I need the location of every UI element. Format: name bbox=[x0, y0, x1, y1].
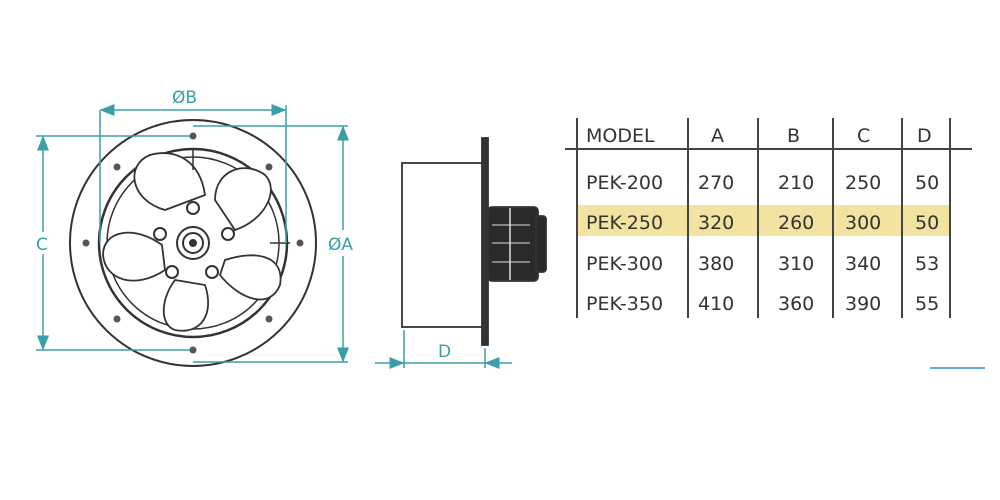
motor-end-cap bbox=[535, 215, 547, 273]
fan-hub bbox=[153, 201, 235, 279]
table-row: PEK-350 410 360 390 55 bbox=[586, 293, 939, 315]
table-row: PEK-200 270 210 250 50 bbox=[586, 172, 939, 194]
cell-a: 380 bbox=[698, 253, 734, 275]
header-d: D bbox=[917, 125, 932, 147]
cell-model: PEK-200 bbox=[586, 172, 663, 194]
cell-b: 360 bbox=[778, 293, 814, 315]
fan-side-view bbox=[401, 137, 547, 346]
cell-a: 410 bbox=[698, 293, 734, 315]
cell-a: 270 bbox=[698, 172, 734, 194]
cell-b: 210 bbox=[778, 172, 814, 194]
header-c: C bbox=[857, 125, 870, 147]
cell-a: 320 bbox=[698, 212, 734, 234]
cell-b: 260 bbox=[778, 212, 814, 234]
header-b: B bbox=[787, 125, 800, 147]
cell-model: PEK-300 bbox=[586, 253, 663, 275]
housing bbox=[401, 162, 485, 328]
label-d: D bbox=[438, 342, 451, 362]
cell-d: 53 bbox=[915, 253, 939, 275]
table-grid-lines bbox=[565, 118, 972, 318]
motor bbox=[487, 206, 539, 282]
fan-front-view bbox=[69, 119, 317, 367]
highlighted-row-bg bbox=[576, 205, 950, 236]
dimensions-table: MODEL A B C D PEK-200 270 210 250 50 PEK… bbox=[565, 118, 972, 318]
table-row-highlighted: PEK-250 320 260 300 50 bbox=[586, 212, 939, 234]
label-c: C bbox=[36, 235, 48, 255]
dimension-line-d bbox=[375, 330, 512, 369]
cell-d: 55 bbox=[915, 293, 939, 315]
cell-d: 50 bbox=[915, 212, 939, 234]
label-diameter-b: ØB bbox=[172, 88, 197, 108]
cell-b: 310 bbox=[778, 253, 814, 275]
cell-c: 300 bbox=[845, 212, 881, 234]
table-row: PEK-300 380 310 340 53 bbox=[586, 253, 939, 275]
header-a: A bbox=[711, 125, 724, 147]
label-diameter-a: ØA bbox=[328, 235, 353, 255]
cell-c: 390 bbox=[845, 293, 881, 315]
fan-blades bbox=[102, 152, 282, 332]
cell-model: PEK-350 bbox=[586, 293, 663, 315]
header-model: MODEL bbox=[586, 125, 655, 147]
cell-c: 340 bbox=[845, 253, 881, 275]
cell-d: 50 bbox=[915, 172, 939, 194]
outer-flange bbox=[69, 119, 317, 367]
bolt-holes bbox=[82, 132, 304, 354]
cell-c: 250 bbox=[845, 172, 881, 194]
cell-model: PEK-250 bbox=[586, 212, 663, 234]
table-header: MODEL A B C D bbox=[586, 125, 932, 147]
